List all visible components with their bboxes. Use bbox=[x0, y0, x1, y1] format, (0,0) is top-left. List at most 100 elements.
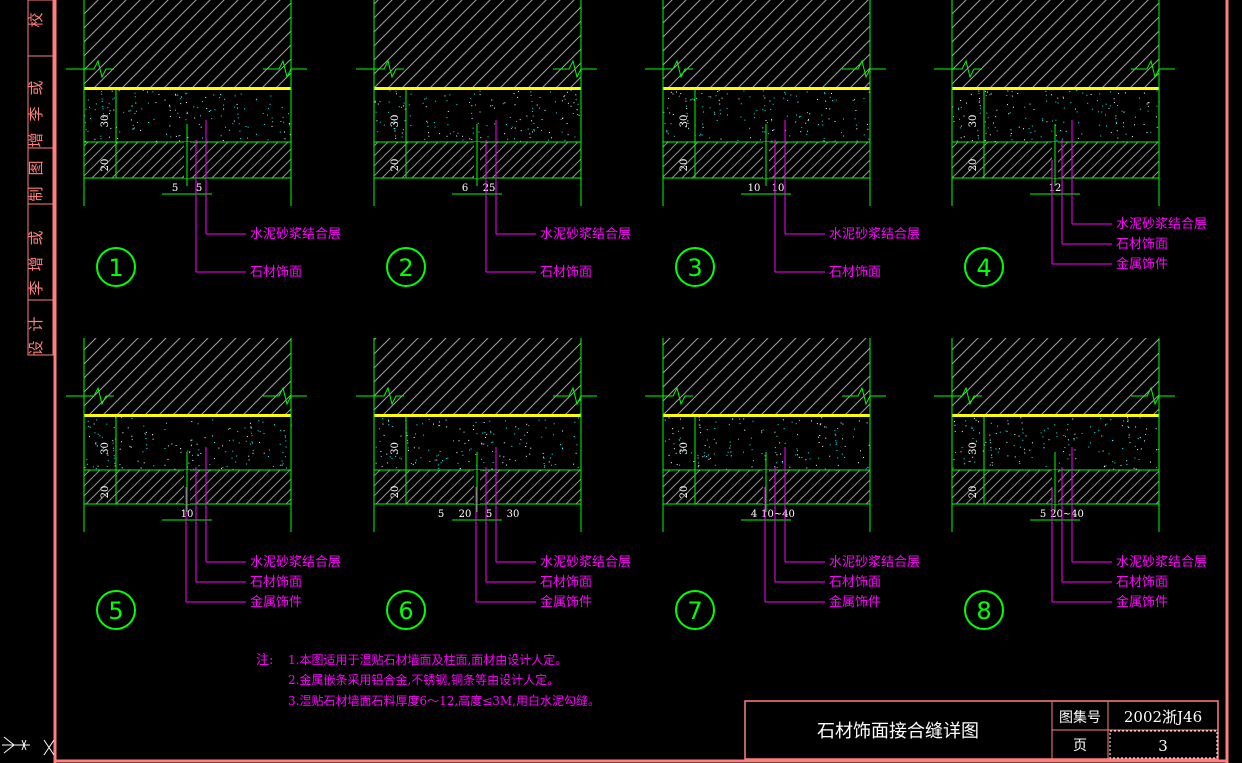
dim-stone: 20 bbox=[100, 159, 111, 172]
dim-text: 5 bbox=[172, 183, 178, 194]
dim-text: 30 bbox=[507, 509, 520, 520]
detail-number-circle bbox=[675, 247, 715, 287]
dim-text: 6 bbox=[462, 183, 468, 194]
wall-hatch bbox=[84, 0, 291, 87]
waterproof-line bbox=[84, 87, 291, 90]
dim-mortar: 30 bbox=[968, 442, 979, 455]
detail-number: 8 bbox=[976, 597, 991, 625]
notes-block: 注: 1.本图适用于湿贴石材墙面及柱面,面材由设计人定。 2.金属嵌条采用铝合金… bbox=[256, 652, 600, 708]
break-mark bbox=[842, 59, 886, 79]
mortar-speckle bbox=[375, 417, 579, 471]
layer-label: 水泥砂浆结合层 bbox=[540, 227, 631, 242]
detail-number: 2 bbox=[398, 254, 413, 282]
dim-stone: 20 bbox=[390, 486, 401, 499]
side-label: 设 bbox=[27, 340, 45, 355]
break-mark bbox=[934, 386, 982, 406]
dim-mortar: 30 bbox=[968, 115, 979, 128]
layer-label: 金属饰件 bbox=[1116, 256, 1168, 272]
dim-text: 10 bbox=[748, 183, 761, 194]
layer-label: 水泥砂浆结合层 bbox=[250, 555, 341, 570]
layer-label: 石材饰面 bbox=[829, 575, 881, 590]
dim-text: 5 bbox=[1040, 509, 1046, 520]
page-value: 3 bbox=[1158, 737, 1168, 755]
detail-number: 5 bbox=[108, 597, 123, 625]
layer-label: 水泥砂浆结合层 bbox=[829, 227, 920, 242]
break-mark bbox=[1131, 59, 1175, 79]
mortar-speckle bbox=[374, 90, 580, 143]
waterproof-line bbox=[374, 414, 581, 417]
dim-text: 5 bbox=[486, 509, 492, 520]
mortar-speckle bbox=[84, 90, 292, 142]
side-label: 或 bbox=[27, 230, 45, 245]
layer-label: 金属饰件 bbox=[829, 594, 881, 610]
notes-prefix: 注: bbox=[256, 653, 273, 668]
layer-label: 石材饰面 bbox=[250, 265, 302, 280]
detail-number-circle bbox=[386, 247, 426, 287]
dim-stone: 20 bbox=[100, 486, 111, 499]
mortar-speckle bbox=[84, 417, 292, 471]
note-item-3: 3.湿贴石材墙面石料厚度6～12,高度≤3M,用白水泥勾缝。 bbox=[288, 693, 600, 708]
detail-number-circle bbox=[96, 247, 136, 287]
layer-label: 石材饰面 bbox=[1116, 237, 1168, 252]
layer-label: 金属饰件 bbox=[540, 594, 592, 610]
detail-number: 4 bbox=[976, 254, 991, 282]
break-mark bbox=[263, 59, 307, 79]
break-mark bbox=[1131, 386, 1175, 406]
break-mark bbox=[645, 386, 693, 406]
detail-number: 7 bbox=[687, 597, 702, 625]
detail-number-circle bbox=[386, 590, 426, 630]
dim-mortar: 30 bbox=[390, 115, 401, 128]
title-block: 石材饰面接合缝详图 图集号 2002浙J46 页 3 bbox=[744, 700, 1219, 760]
detail-number: 1 bbox=[108, 254, 123, 282]
side-label: 或 bbox=[27, 80, 45, 95]
note-item-2: 2.金属嵌条采用铝合金,不锈钢,铜条等由设计人定。 bbox=[288, 672, 559, 687]
dim-text: 10 bbox=[772, 183, 785, 194]
break-mark bbox=[66, 59, 114, 79]
layer-label: 石材饰面 bbox=[829, 265, 881, 280]
wall-hatch bbox=[374, 0, 581, 87]
side-label: 图 bbox=[27, 160, 45, 175]
layer-label: 石材饰面 bbox=[1116, 575, 1168, 590]
dim-mortar: 30 bbox=[679, 442, 690, 455]
wall-hatch bbox=[663, 0, 870, 87]
dim-stone: 20 bbox=[679, 486, 690, 499]
detail-number-circle bbox=[675, 590, 715, 630]
page-label: 页 bbox=[1073, 738, 1087, 754]
detail-number: 3 bbox=[687, 254, 702, 282]
detail-number: 6 bbox=[398, 597, 413, 625]
drawing-title: 石材饰面接合缝详图 bbox=[817, 721, 979, 742]
dim-stone: 20 bbox=[968, 486, 979, 499]
waterproof-line bbox=[84, 414, 291, 417]
side-label: 李 bbox=[27, 106, 45, 121]
wall-hatch bbox=[952, 0, 1159, 87]
mortar-speckle bbox=[952, 417, 1160, 471]
note-item-1: 1.本图适用于湿贴石材墙面及柱面,面材由设计人定。 bbox=[288, 652, 567, 667]
break-mark bbox=[66, 386, 114, 406]
dim-text: 4 bbox=[751, 509, 757, 520]
waterproof-line bbox=[663, 414, 870, 417]
dim-text: 10 bbox=[181, 509, 194, 520]
mortar-speckle bbox=[663, 90, 870, 143]
detail-number-circle bbox=[96, 590, 136, 630]
waterproof-line bbox=[374, 87, 581, 90]
dim-mortar: 30 bbox=[100, 442, 111, 455]
side-label: 增 bbox=[27, 256, 45, 271]
layer-label: 石材饰面 bbox=[250, 575, 302, 590]
side-label: 增 bbox=[27, 132, 45, 147]
wall-hatch bbox=[663, 338, 870, 414]
detail-number-circle bbox=[964, 590, 1004, 630]
layer-label: 金属饰件 bbox=[1116, 594, 1168, 610]
break-mark bbox=[356, 59, 404, 79]
dim-mortar: 30 bbox=[390, 442, 401, 455]
dim-stone: 20 bbox=[968, 159, 979, 172]
wall-hatch bbox=[952, 338, 1159, 414]
waterproof-line bbox=[952, 414, 1159, 417]
break-mark bbox=[356, 386, 404, 406]
